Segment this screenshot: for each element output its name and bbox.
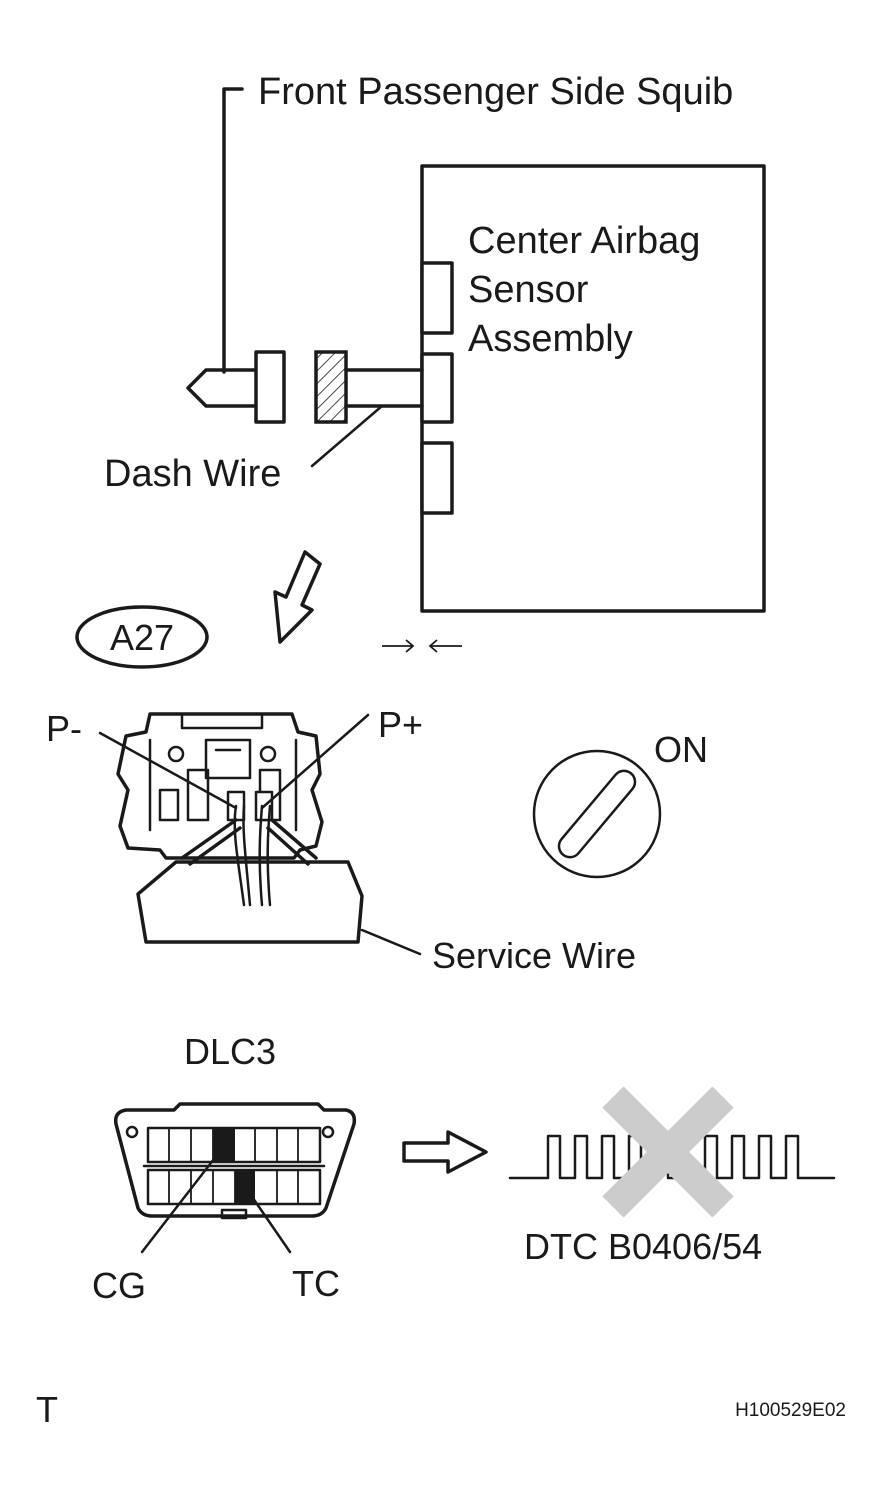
dash-wire-harness bbox=[310, 350, 424, 468]
dash-wire-leader bbox=[310, 404, 384, 468]
figure-id: H100529E02 bbox=[735, 1400, 846, 1421]
sensor-connector-top bbox=[420, 261, 454, 335]
hollow-down-arrow-icon bbox=[273, 550, 322, 644]
connector-id-label: A27 bbox=[110, 617, 174, 658]
squib-label: Front Passenger Side Squib bbox=[258, 71, 733, 113]
sensor-connector-middle bbox=[420, 352, 454, 424]
ignition-on-label: ON bbox=[654, 729, 708, 770]
dlc3-leaders bbox=[140, 1144, 292, 1254]
p-plus-label: P+ bbox=[378, 704, 423, 745]
squib-leader bbox=[222, 87, 244, 374]
sensor-connector-bottom bbox=[420, 441, 454, 515]
dtc-label: DTC B0406/54 bbox=[524, 1226, 762, 1267]
sensor-label-line3: Assembly bbox=[468, 318, 633, 360]
corner-mark: T bbox=[36, 1389, 58, 1430]
service-wire-label: Service Wire bbox=[432, 935, 636, 976]
sensor-label-line1: Center Airbag bbox=[468, 220, 700, 262]
service-wire bbox=[136, 804, 422, 956]
probe-leaders bbox=[98, 713, 370, 810]
hollow-right-arrow-icon bbox=[402, 1130, 488, 1174]
tc-label: TC bbox=[292, 1263, 340, 1304]
ignition-key-icon bbox=[532, 749, 662, 879]
a27-connector bbox=[116, 712, 324, 860]
squib-wire-plug bbox=[186, 350, 286, 424]
p-minus-label: P- bbox=[46, 708, 82, 749]
service-wire-leader bbox=[360, 928, 422, 956]
dlc3-pin-grid-bottom bbox=[168, 1170, 299, 1204]
arrows-pointing-together-icon bbox=[382, 639, 462, 653]
squib-connector bbox=[254, 350, 286, 424]
cg-label: CG bbox=[92, 1265, 146, 1306]
sensor-label-line2: Sensor bbox=[468, 269, 589, 311]
center-airbag-sensor-assembly bbox=[420, 164, 766, 613]
connector-id-badge bbox=[75, 605, 209, 669]
gray-x-icon bbox=[602, 1086, 734, 1218]
dlc3-label: DLC3 bbox=[184, 1031, 276, 1072]
dash-wire-connector-hatched bbox=[314, 350, 348, 424]
dlc3-connector bbox=[113, 1102, 357, 1220]
dash-wire-label: Dash Wire bbox=[104, 453, 281, 495]
